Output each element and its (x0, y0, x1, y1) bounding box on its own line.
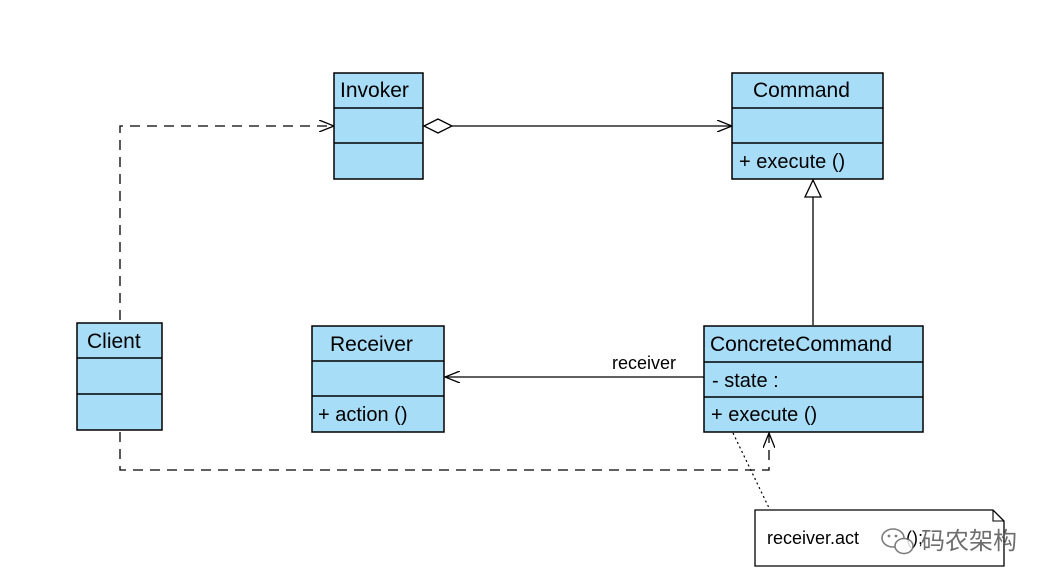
class-attribute: - state : (712, 370, 779, 392)
class-concrete-command[interactable]: ConcreteCommand - state : + execute () (703, 325, 924, 433)
class-client[interactable]: Client (76, 322, 163, 431)
watermark-text: 码农架构 (921, 528, 1017, 555)
class-name: Receiver (330, 333, 413, 356)
class-operation: + action () (318, 404, 407, 426)
class-receiver[interactable]: Receiver + action () (311, 325, 445, 433)
class-name: ConcreteCommand (710, 333, 892, 356)
wechat-icon (881, 528, 914, 555)
client-invoker-dependency (119, 126, 334, 320)
aggregation-diamond (422, 118, 454, 134)
class-command[interactable]: Command + execute () (731, 72, 884, 180)
class-name: Client (87, 330, 141, 353)
class-invoker[interactable]: Invoker (333, 72, 424, 180)
note-anchor (732, 432, 771, 511)
class-operation: + execute () (739, 151, 845, 173)
watermark: 码农架构 (881, 528, 1017, 555)
note[interactable]: receiver.act (); (754, 509, 1005, 567)
class-name: Command (753, 79, 850, 102)
client-concrete-command-dependency (119, 432, 769, 471)
generalization-triangle (803, 178, 823, 198)
note-text: receiver.act (767, 528, 859, 548)
class-operation: + execute () (711, 404, 817, 426)
receiver-role-label: receiver (612, 353, 676, 373)
class-name: Invoker (340, 79, 409, 102)
